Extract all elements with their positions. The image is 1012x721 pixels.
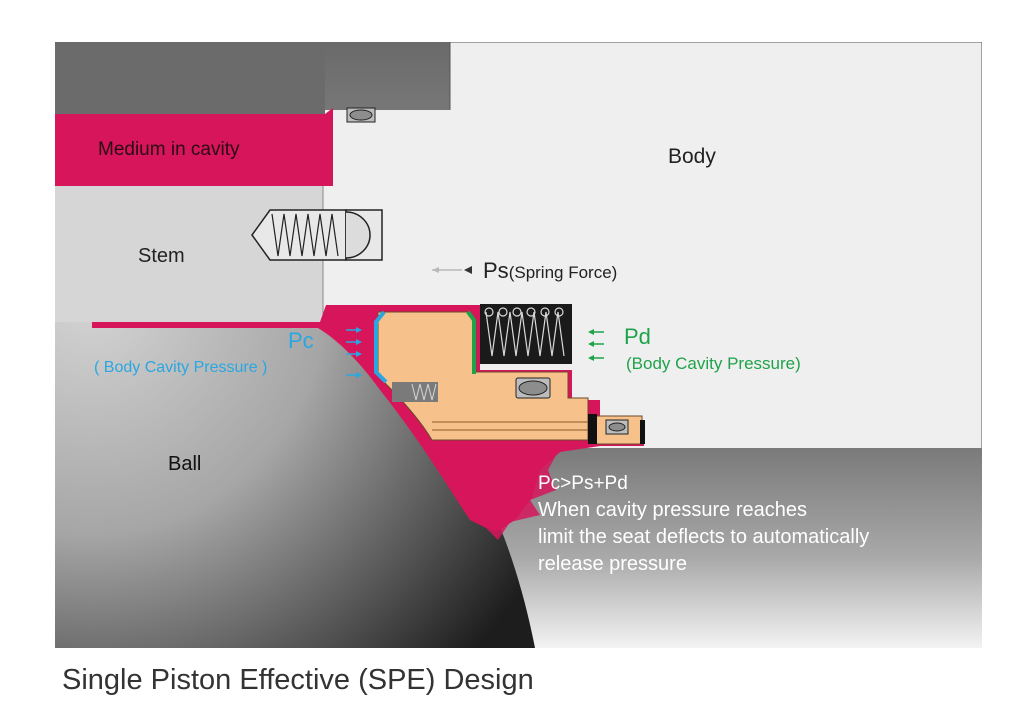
label-note-line3: release pressure [538,553,687,575]
label-pd-symbol: Pd [624,324,651,349]
pd-arrows [588,329,604,361]
label-formula: Pc>Ps+Pd [538,473,628,494]
pd-seal-edge [466,310,476,374]
medium-spray [470,448,560,540]
top-housing-left [55,42,325,114]
o-ring-top-core [349,109,373,121]
pc-seal-edge [374,310,388,384]
pc-arrows [346,327,362,378]
label-note-line1: When cavity pressure reaches [538,499,807,521]
stem-ball [345,211,371,259]
stem-spring-coil [271,213,339,257]
label-pc-symbol: Pc [288,328,314,353]
seat-ring [377,311,589,441]
label-medium: Medium in cavity [98,139,240,160]
medium-cavity-top [55,108,333,186]
ps-arrow [432,266,472,274]
seat-screw [392,382,438,402]
label-note-line2: limit the seat deflects to automatically [538,526,869,548]
label-pd-desc: (Body Cavity Pressure) [626,354,801,373]
retainer-black-band [588,414,597,444]
label-pc-desc: ( Body Cavity Pressure ) [94,359,267,376]
retainer-end [640,420,645,444]
o-ring-retainer-core [608,422,626,432]
label-stem: Stem [138,245,185,267]
label-ps-symbol: Ps [483,258,509,283]
label-body: Body [668,145,716,168]
diagram-caption: Single Piston Effective (SPE) Design [62,664,534,696]
label-ball: Ball [168,453,201,475]
svg-text:Ps(Spring Force): Ps(Spring Force) [483,258,617,283]
label-ps-desc: (Spring Force) [509,263,618,282]
spring-coils [484,307,565,357]
o-ring-seat-core [518,380,548,396]
seat-screw-thread [411,383,437,401]
